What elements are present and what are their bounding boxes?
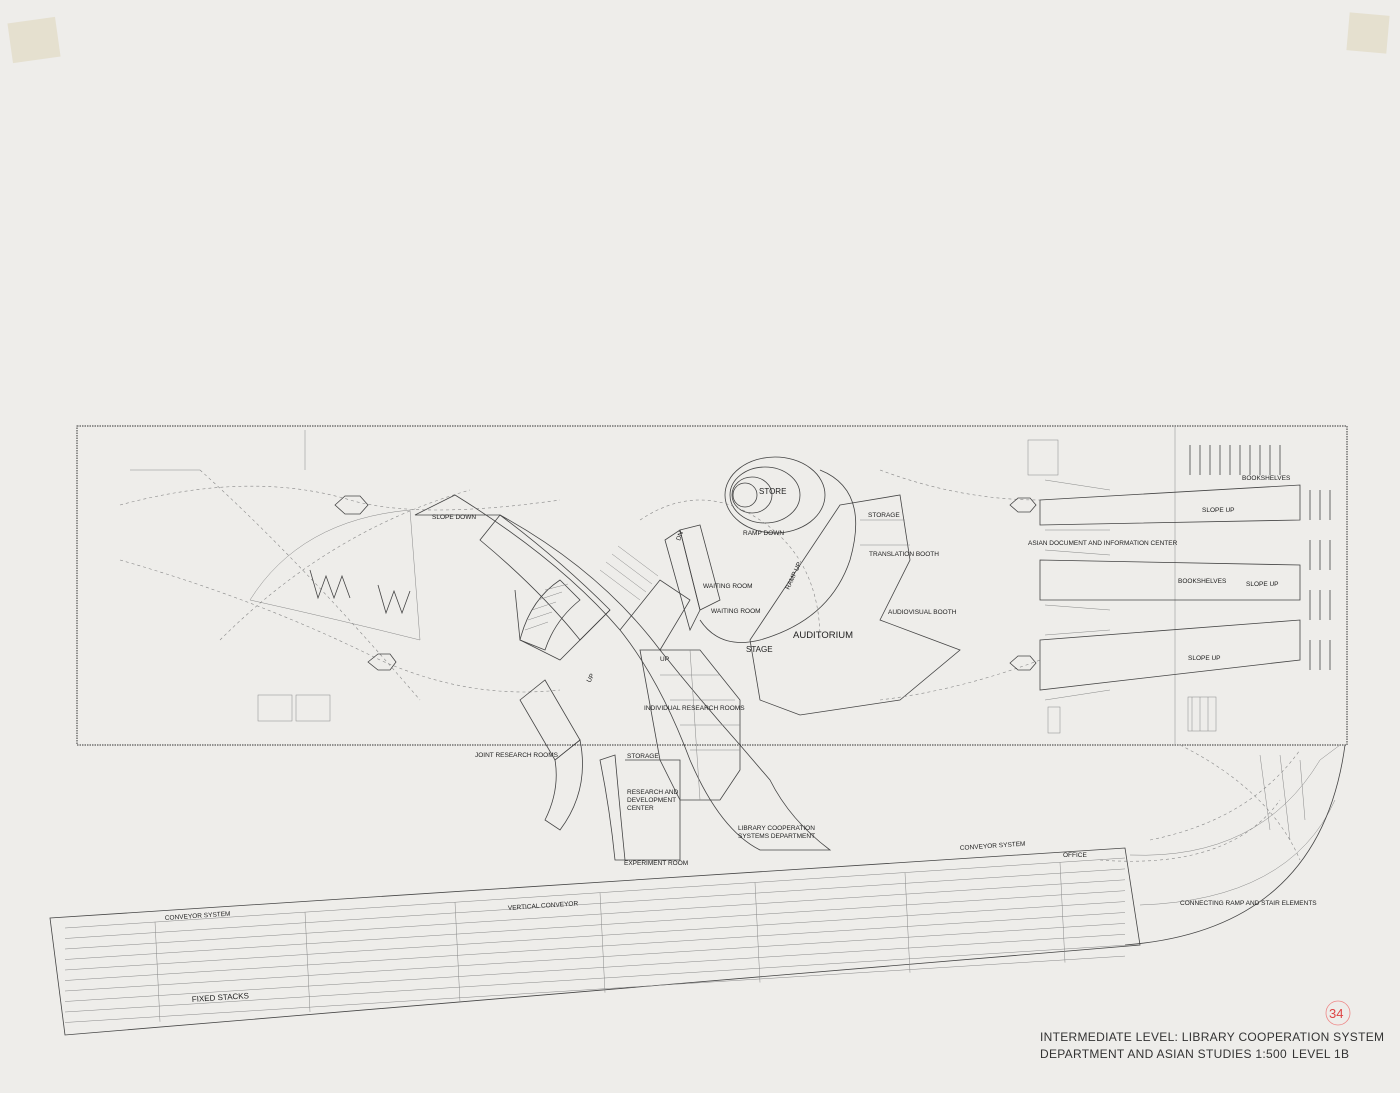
label-storage-top: STORAGE — [868, 512, 900, 519]
label-bookshelves-1: BOOKSHELVES — [1242, 475, 1291, 482]
stack-row — [64, 934, 1126, 1002]
label-waiting-room-2: WAITING ROOM — [711, 608, 761, 615]
label-slope-down: SLOPE DOWN — [432, 514, 476, 521]
stack-divider — [304, 911, 311, 1012]
stack-row — [64, 868, 1126, 939]
stack-divider — [754, 882, 761, 983]
label-translation-booth: TRANSLATION BOOTH — [869, 551, 939, 558]
label-vertical-conveyor: VERTICAL CONVEYOR — [508, 900, 579, 912]
label-conveyor-system-left: CONVEYOR SYSTEM — [165, 911, 231, 922]
label-individual-research-rooms: INDIVIDUAL RESEARCH ROOMS — [644, 705, 745, 712]
asian-center-plan — [1009, 439, 1331, 734]
label-audiovisual-booth: AUDIOVISUAL BOOTH — [888, 609, 957, 616]
label-library-coop-1: LIBRARY COOPERATION — [738, 825, 815, 832]
label-library-coop-2: SYSTEMS DEPARTMENT — [738, 833, 815, 840]
stack-divider — [1059, 862, 1066, 963]
stack-row — [64, 857, 1126, 929]
label-bookshelves-2: BOOKSHELVES — [1178, 578, 1227, 585]
central-building-plan — [414, 456, 1041, 861]
stack-divider — [599, 892, 606, 993]
label-waiting-room-1: WAITING ROOM — [703, 583, 753, 590]
label-ramp-down: RAMP DOWN — [743, 530, 784, 537]
label-conveyor-system-right: CONVEYOR SYSTEM — [960, 841, 1026, 852]
sheet-number: 34 — [1325, 1000, 1351, 1026]
stack-divider — [904, 872, 911, 973]
stack-row — [64, 912, 1126, 981]
label-storage-mid: STORAGE — [627, 753, 659, 760]
label-experiment-room: EXPERIMENT ROOM — [624, 860, 688, 867]
title-block: INTERMEDIATE LEVEL: LIBRARY COOPERATION … — [1040, 1030, 1384, 1061]
label-slope-up-3: SLOPE UP — [1188, 655, 1221, 662]
sheet-number-text: 34 — [1329, 1006, 1343, 1021]
label-auditorium: AUDITORIUM — [793, 630, 853, 641]
stack-row — [64, 944, 1126, 1013]
label-up-1: UP — [660, 656, 669, 663]
label-research-dev-2: DEVELOPMENT — [627, 797, 676, 804]
label-connecting-ramp: CONNECTING RAMP AND STAIR ELEMENTS — [1180, 900, 1317, 907]
label-asian-center: ASIAN DOCUMENT AND INFORMATION CENTER — [1028, 540, 1178, 547]
stack-row — [64, 955, 1126, 1023]
label-up-2: UP — [586, 673, 597, 684]
room-labels: SLOPE DOWN STORE RAMP DOWN STORAGE TRANS… — [165, 475, 1318, 1004]
tape-top-right — [1346, 12, 1390, 54]
label-slope-up-2: SLOPE UP — [1246, 581, 1279, 588]
label-research-dev-1: RESEARCH AND — [627, 789, 679, 796]
title-line-1: INTERMEDIATE LEVEL: LIBRARY COOPERATION … — [1040, 1030, 1384, 1044]
left-wing-sketch — [119, 430, 561, 722]
label-office: OFFICE — [1063, 852, 1087, 859]
stack-divider — [154, 921, 161, 1022]
title-level: LEVEL 1B — [1292, 1047, 1349, 1061]
label-dn: DN — [675, 530, 685, 542]
stack-row — [64, 890, 1126, 960]
label-joint-research-rooms: JOINT RESEARCH ROOMS — [475, 752, 559, 759]
upper-level-boundary — [76, 425, 1348, 746]
label-slope-up-1: SLOPE UP — [1202, 507, 1235, 514]
stack-divider — [454, 902, 461, 1003]
label-store: STORE — [759, 487, 786, 496]
tape-top-left — [7, 16, 61, 64]
connecting-ramp — [1099, 744, 1346, 946]
label-fixed-stacks: FIXED STACKS — [192, 991, 250, 1004]
stack-row — [64, 901, 1126, 971]
fixed-stacks-slab — [49, 847, 1141, 1036]
title-line-2: DEPARTMENT AND ASIAN STUDIES 1:500 — [1040, 1047, 1287, 1061]
label-ramp-up: RAMP UP — [784, 561, 803, 591]
stack-row — [64, 879, 1126, 950]
label-research-dev-3: CENTER — [627, 805, 654, 812]
label-stage: STAGE — [746, 645, 773, 654]
stack-row — [64, 923, 1126, 992]
